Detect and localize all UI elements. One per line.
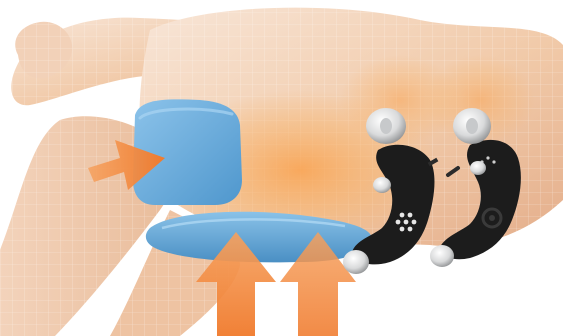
- mechanism-gear: [481, 207, 503, 229]
- roller-right-mid: [470, 161, 486, 175]
- bottom-arrow-right: [280, 232, 356, 336]
- heat-glow-upper-right: [425, 55, 535, 145]
- mechanism-right: [440, 139, 521, 260]
- roller-left-bottom: [343, 250, 369, 274]
- roller-left-top: [366, 108, 406, 144]
- mechanism-dots: [395, 212, 417, 232]
- roller-right-top: [453, 108, 491, 144]
- back-cushion: [133, 99, 242, 205]
- bottom-arrow-left: [196, 232, 276, 336]
- mechanism-left: [352, 144, 439, 265]
- roller-right-bottom: [430, 245, 454, 267]
- roller-left-mid: [373, 177, 391, 193]
- side-arrow: [88, 140, 165, 190]
